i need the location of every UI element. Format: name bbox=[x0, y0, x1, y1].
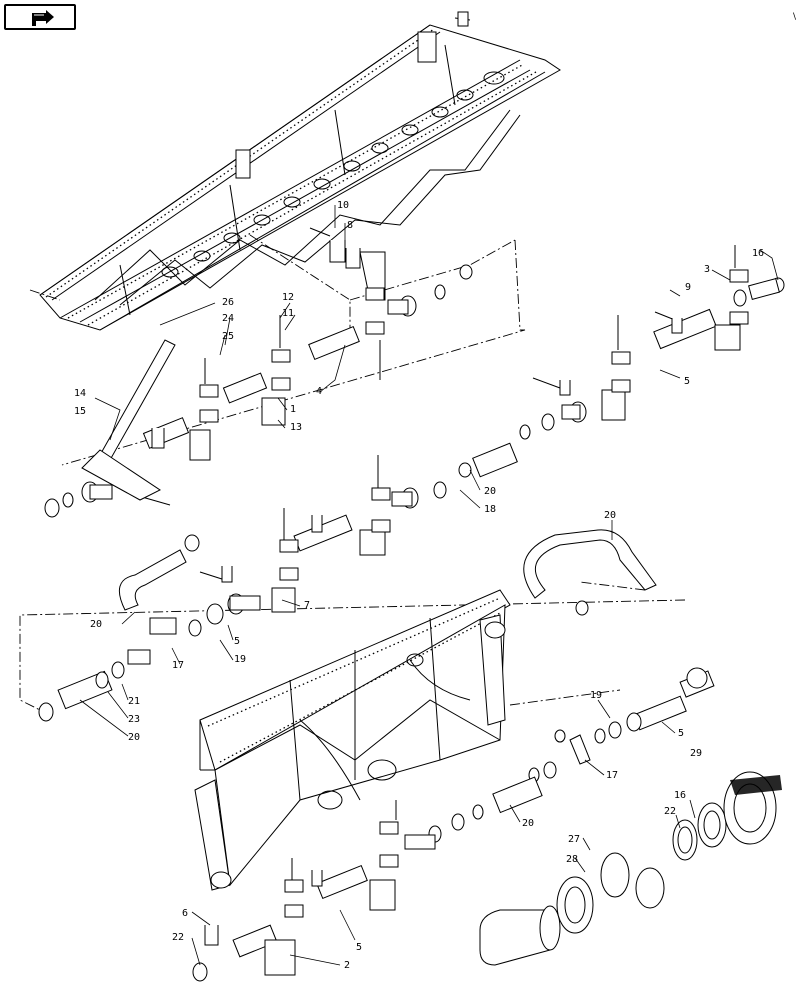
callout-9: 9 bbox=[685, 282, 691, 293]
corner-mark: \ bbox=[793, 12, 797, 22]
boom-truss bbox=[39, 11, 561, 331]
callout-5: 5 bbox=[234, 636, 240, 647]
callout-20: 20 bbox=[522, 818, 534, 829]
callout-16: 16 bbox=[674, 790, 686, 801]
callout-22: 22 bbox=[172, 932, 184, 943]
callout-28: 28 bbox=[566, 854, 578, 865]
callout-6: 6 bbox=[182, 908, 188, 919]
callout-5: 5 bbox=[678, 728, 684, 739]
callout-5: 5 bbox=[684, 376, 690, 387]
back-navigation-button[interactable] bbox=[4, 4, 76, 30]
callout-22: 22 bbox=[664, 806, 676, 817]
callout-8: 8 bbox=[347, 220, 353, 231]
callout-18: 18 bbox=[484, 504, 496, 515]
callout-10: 10 bbox=[337, 200, 349, 211]
lower-hose-assembly bbox=[192, 667, 782, 982]
callout-26: 26 bbox=[222, 297, 234, 308]
callout-20: 20 bbox=[604, 510, 616, 521]
callout-4: 4 bbox=[316, 386, 322, 397]
callout-19: 19 bbox=[590, 690, 602, 701]
center-frame bbox=[194, 589, 511, 891]
callout-24: 24 bbox=[222, 313, 234, 324]
callout-19: 19 bbox=[234, 654, 246, 665]
leader-lines bbox=[79, 205, 779, 966]
arrow-icon bbox=[32, 10, 54, 26]
callout-25: 25 bbox=[222, 331, 234, 342]
callout-20: 20 bbox=[128, 732, 140, 743]
callout-labels: 10 8 16 3 9 26 24 25 12 11 14 15 4 1 13 … bbox=[74, 200, 764, 971]
callout-3: 3 bbox=[704, 264, 710, 275]
callout-11: 11 bbox=[282, 308, 294, 319]
callout-13: 13 bbox=[290, 422, 302, 433]
callout-17: 17 bbox=[172, 660, 184, 671]
upper-hose-assembly bbox=[44, 227, 785, 613]
callout-12: 12 bbox=[282, 292, 294, 303]
callout-17: 17 bbox=[606, 770, 618, 781]
callout-1: 1 bbox=[290, 404, 296, 415]
callout-29: 29 bbox=[690, 748, 702, 759]
left-hose-assembly bbox=[38, 534, 261, 722]
callout-16: 16 bbox=[752, 248, 764, 259]
callout-20: 20 bbox=[484, 486, 496, 497]
u-hose bbox=[523, 529, 657, 616]
dash-lines bbox=[19, 234, 686, 711]
callout-2: 2 bbox=[344, 960, 350, 971]
callout-27: 27 bbox=[568, 834, 580, 845]
callout-20: 20 bbox=[90, 619, 102, 630]
callout-15: 15 bbox=[74, 406, 86, 417]
callout-21: 21 bbox=[128, 696, 140, 707]
callout-23: 23 bbox=[128, 714, 140, 725]
callout-5: 5 bbox=[356, 942, 362, 953]
callout-7: 7 bbox=[304, 600, 310, 611]
callout-14: 14 bbox=[74, 388, 86, 399]
